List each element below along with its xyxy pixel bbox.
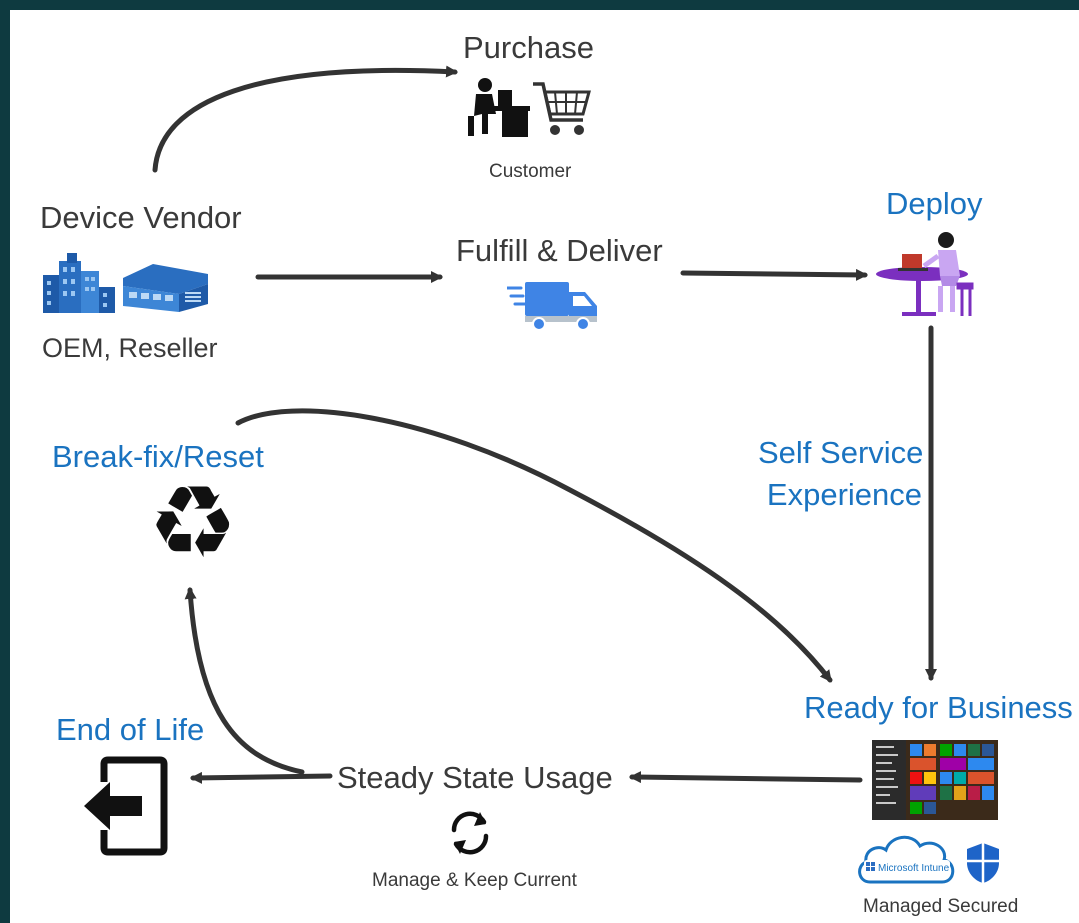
purchase-caption: Customer [489, 161, 572, 182]
device-vendor-title: Device Vendor [40, 200, 242, 235]
intune-cloud-icon: Microsoft Intune [858, 835, 955, 884]
arrow-breakfix-to-ready [235, 408, 833, 683]
flow-arrows [152, 65, 937, 784]
steady-title: Steady State Usage [337, 760, 613, 795]
steady-caption: Manage & Keep Current [372, 870, 577, 891]
deploy-title: Deploy [886, 186, 983, 221]
warehouse-icon [123, 264, 208, 312]
device-vendor-caption: OEM, Reseller [42, 333, 218, 363]
break-fix-title: Break-fix/Reset [52, 439, 264, 474]
start-menu-screenshot-icon [872, 740, 998, 820]
arrow-vendor-to-purchase [152, 65, 458, 173]
self-service-label: Self Service Experience [758, 432, 924, 516]
end-of-life-title: End of Life [56, 712, 205, 747]
person-at-laptop-icon [876, 232, 974, 316]
self-service-line1: Self Service [758, 435, 924, 470]
arrow-steady-to-breakfix [184, 587, 305, 775]
ready-title: Ready for Business [804, 690, 1073, 725]
desk-worker-icon [468, 78, 530, 137]
office-building-icon [43, 253, 115, 313]
fulfill-title: Fulfill & Deliver [456, 233, 663, 268]
ready-caption: Managed Secured [863, 896, 1019, 917]
shopping-cart-icon [533, 82, 591, 135]
purchase-title: Purchase [463, 30, 594, 65]
intune-label: Microsoft Intune [878, 863, 950, 874]
lifecycle-diagram: Purchase Customer Device Vendor [10, 10, 1079, 923]
sync-icon [451, 811, 489, 855]
defender-shield-icon [967, 843, 999, 883]
exit-icon [84, 756, 168, 856]
delivery-truck-icon [507, 282, 597, 331]
recycle-icon: ♻ [148, 467, 238, 579]
arrow-ready-to-steady [629, 771, 863, 784]
arrow-fulfill-to-deploy [680, 268, 868, 281]
arrow-steady-to-endoflife [190, 771, 333, 784]
self-service-line2: Experience [766, 477, 922, 512]
